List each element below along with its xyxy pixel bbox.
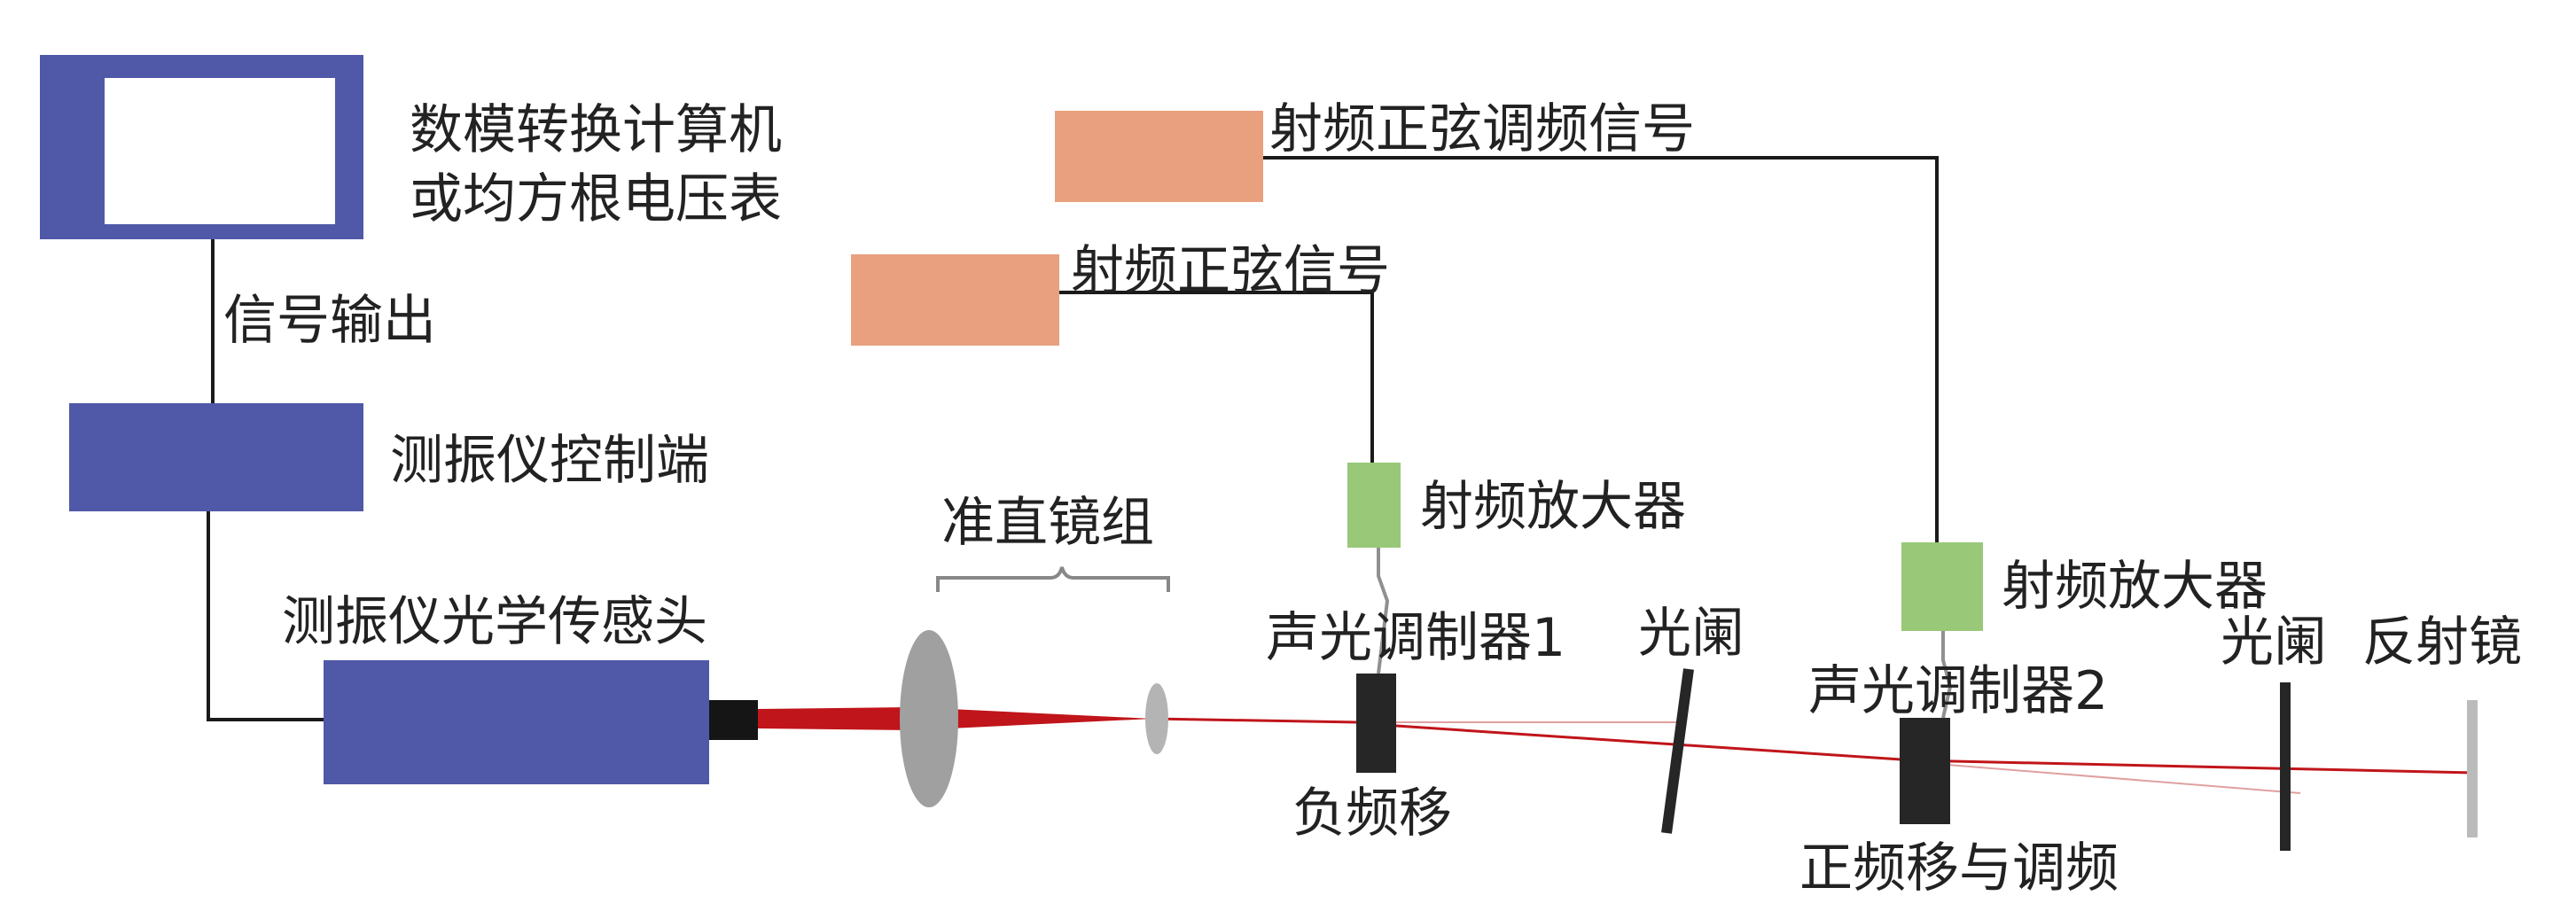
mirror-label: 反射镜 — [2362, 611, 2522, 674]
laser-beam-main — [1151, 717, 1357, 724]
rf-amplifier-2 — [1901, 542, 1983, 631]
aom2-label: 声光调制器2 — [1808, 660, 2109, 722]
collimator-lens-small — [1145, 683, 1168, 754]
vibrometer-controller — [69, 403, 363, 511]
rf-amplifier-1 — [1347, 463, 1401, 548]
aom1-label: 声光调制器1 — [1266, 607, 1566, 669]
computer-label-line2: 或均方根电压表 — [410, 168, 782, 230]
collimator-bracket — [936, 566, 1170, 592]
aom-2 — [1900, 718, 1950, 824]
computer-label-line1: 数模转换计算机 — [410, 99, 782, 161]
aom-1 — [1356, 674, 1396, 773]
computer-label: 数模转换计算机 或均方根电压表 — [410, 96, 782, 234]
rf-sine-label: 射频正弦信号 — [1071, 240, 1390, 302]
sensor-head-label: 测振仪光学传感头 — [282, 591, 707, 653]
wire-amp1-to-aom1 — [1377, 548, 1390, 674]
laser-beam-zero-order-2 — [1914, 761, 2301, 794]
rf-sine-source — [851, 254, 1059, 346]
collimator-label: 准直镜组 — [941, 492, 1154, 554]
collimator-lens-large — [900, 630, 958, 807]
controller-label: 测振仪控制端 — [390, 430, 709, 492]
rf-fm-source — [1055, 111, 1263, 202]
aperture-1 — [1661, 668, 1694, 834]
aperture2-label: 光阑 — [2221, 611, 2327, 674]
computer-screen — [105, 78, 335, 224]
sensor-lens-aperture — [709, 700, 758, 740]
signal-output-label: 信号输出 — [223, 290, 436, 352]
amp2-label: 射频放大器 — [2002, 556, 2268, 618]
rf-fm-label: 射频正弦调频信号 — [1269, 98, 1695, 160]
vibrometer-sensor-head — [324, 660, 709, 784]
reflecting-mirror — [2467, 700, 2478, 837]
wire-rf-fm-to-amp2 — [1263, 156, 1939, 542]
wire-controller-to-sensor — [207, 511, 324, 721]
wire-rf-sine-to-amp1 — [1059, 291, 1374, 463]
laser-beam-diffracted-2 — [1914, 759, 2474, 775]
aperture1-label: 光阑 — [1638, 603, 1745, 665]
aom2-shift-label: 正频移与调频 — [1799, 837, 2119, 900]
wire-amp2-to-aom2 — [1941, 631, 1953, 719]
aom1-shift-label: 负频移 — [1292, 783, 1452, 845]
amp1-label: 射频放大器 — [1420, 476, 1686, 538]
laser-beam-diffracted-1 — [1355, 721, 1916, 762]
